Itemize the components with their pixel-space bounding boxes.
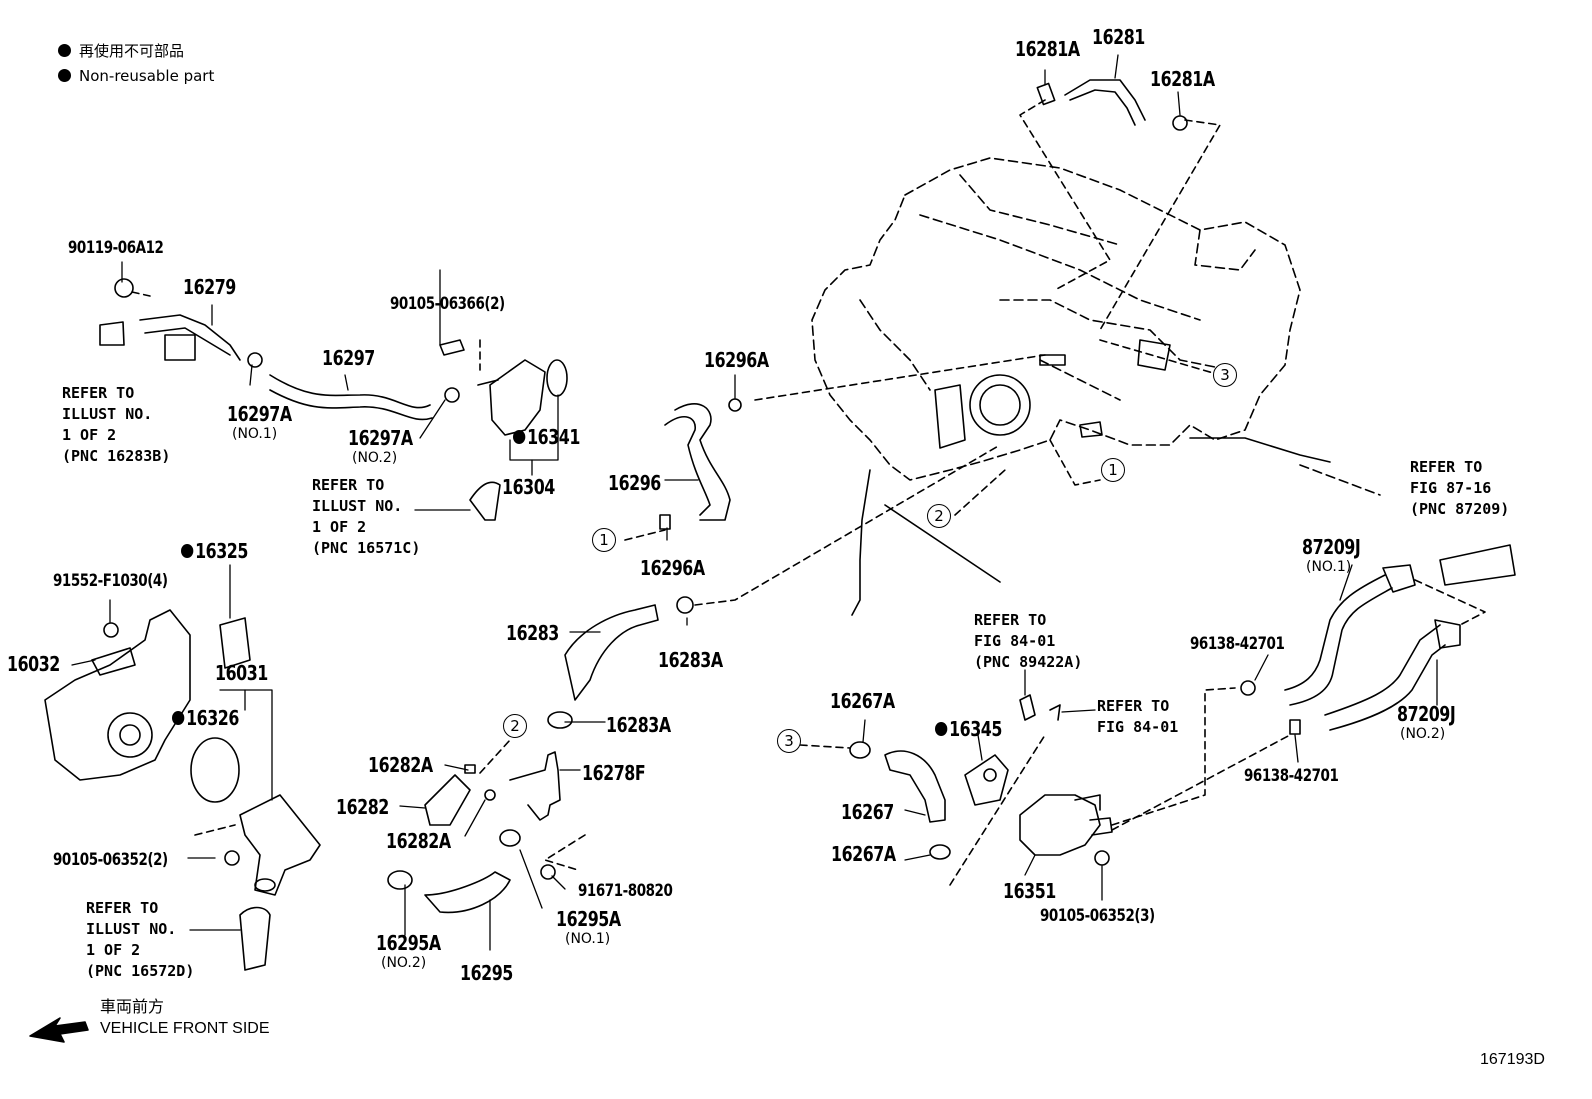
refer-note-16571C: REFER TO ILLUST NO. 1 OF 2 (PNC 16571C) bbox=[312, 476, 421, 557]
part-label[interactable]: 16297A bbox=[348, 426, 413, 450]
engine-details bbox=[851, 339, 1331, 616]
part-label[interactable]: 16267A bbox=[831, 842, 896, 866]
refer-hoses bbox=[239, 481, 501, 971]
part-label[interactable]: 90119-06A12 bbox=[68, 238, 164, 258]
refer-note-16283B: REFER TO ILLUST NO. 1 OF 2 (PNC 16283B) bbox=[62, 384, 171, 465]
part-label[interactable]: 16279 bbox=[183, 275, 236, 299]
part-label-non-reusable[interactable]: 16326 bbox=[172, 707, 239, 729]
part-label[interactable]: 16267 bbox=[841, 800, 894, 824]
refer-note-89422A: REFER TO FIG 84-01 (PNC 89422A) bbox=[974, 611, 1083, 671]
callout-2-engine: 2 bbox=[927, 504, 951, 528]
water-inlet-16351 bbox=[1019, 794, 1113, 866]
part-label[interactable]: 16296 bbox=[608, 471, 661, 495]
hose-16297 bbox=[247, 339, 465, 421]
part-label[interactable]: 16031 bbox=[215, 661, 268, 685]
part-label[interactable]: 91671-80820 bbox=[578, 881, 673, 901]
refer-note-fig-84-01: REFER TO FIG 84-01 bbox=[1097, 697, 1179, 736]
gasket-16345 bbox=[964, 694, 1061, 806]
hose-16281 bbox=[1036, 79, 1188, 131]
part-label[interactable]: 16297A bbox=[227, 402, 292, 426]
vehicle-front-en: VEHICLE FRONT SIDE bbox=[100, 1020, 270, 1037]
part-label[interactable]: 16297 bbox=[322, 346, 375, 370]
part-label[interactable]: 90105-06366(2) bbox=[390, 294, 505, 314]
callout-1-hose: 1 bbox=[592, 528, 616, 552]
hose-16267 bbox=[849, 741, 951, 860]
part-qualifier: (NO.1) bbox=[565, 931, 611, 947]
part-label[interactable]: 16295A bbox=[376, 931, 441, 955]
part-16279 bbox=[99, 278, 241, 361]
gasket-16325 bbox=[219, 617, 251, 669]
part-label[interactable]: 16351 bbox=[1003, 879, 1056, 903]
non-reusable-dot-icon bbox=[172, 711, 185, 725]
part-qualifier: (NO.2) bbox=[352, 450, 398, 466]
part-label[interactable]: 16296A bbox=[704, 348, 769, 372]
hose-16282 bbox=[424, 764, 496, 826]
callout-2-hose: 2 bbox=[503, 714, 527, 738]
front-direction-arrow bbox=[29, 1017, 89, 1043]
engine-assembly bbox=[811, 157, 1381, 496]
part-16304 bbox=[477, 359, 568, 436]
non-reusable-dot-icon bbox=[513, 430, 526, 444]
part-qualifier: (NO.1) bbox=[1306, 559, 1352, 575]
thermostat-housing-16031 bbox=[224, 794, 321, 896]
non-reusable-dot-icon bbox=[58, 44, 71, 57]
part-label[interactable]: 96138-42701 bbox=[1244, 766, 1339, 786]
part-label[interactable]: 16304 bbox=[502, 475, 555, 499]
non-reusable-dot-icon bbox=[935, 722, 948, 736]
part-label[interactable]: 16281 bbox=[1092, 25, 1145, 49]
part-label[interactable]: 16032 bbox=[7, 652, 60, 676]
part-label-non-reusable[interactable]: 16325 bbox=[181, 540, 248, 562]
legend-non-reusable-jp: 再使用不可部品 bbox=[58, 40, 184, 62]
hose-16295 bbox=[387, 829, 556, 914]
part-label[interactable]: 90105-06352(3) bbox=[1040, 906, 1155, 926]
figure-id: 167193D bbox=[1480, 1051, 1545, 1068]
part-label[interactable]: 16267A bbox=[830, 689, 895, 713]
part-label[interactable]: 16283A bbox=[606, 713, 671, 737]
part-label[interactable]: 87209J bbox=[1397, 702, 1456, 726]
water-pump-16032 bbox=[44, 609, 191, 781]
part-label[interactable]: 96138-42701 bbox=[1190, 634, 1285, 654]
part-label[interactable]: 16278F bbox=[582, 761, 646, 785]
part-label[interactable]: 16295 bbox=[460, 961, 513, 985]
part-label[interactable]: 16282A bbox=[386, 829, 451, 853]
o-ring-16326 bbox=[190, 737, 240, 803]
non-reusable-dot-icon bbox=[58, 69, 71, 82]
refer-note-16572D: REFER TO ILLUST NO. 1 OF 2 (PNC 16572D) bbox=[86, 899, 195, 980]
callout-3-hose: 3 bbox=[777, 729, 801, 753]
part-label[interactable]: 16281A bbox=[1150, 67, 1215, 91]
part-label[interactable]: 16281A bbox=[1015, 37, 1080, 61]
hose-16296 bbox=[659, 398, 742, 530]
part-label[interactable]: 16295A bbox=[556, 907, 621, 931]
part-label[interactable]: 90105-06352(2) bbox=[53, 850, 168, 870]
part-label[interactable]: 16283A bbox=[658, 648, 723, 672]
callout-1-engine: 1 bbox=[1101, 458, 1125, 482]
vehicle-front-jp: 車両前方 bbox=[100, 999, 165, 1016]
part-label[interactable]: 16283 bbox=[506, 621, 559, 645]
callout-3-engine: 3 bbox=[1213, 363, 1237, 387]
leader-dashes bbox=[131, 99, 1486, 886]
part-label[interactable]: 16282 bbox=[336, 795, 389, 819]
part-qualifier: (NO.2) bbox=[1400, 726, 1446, 742]
part-qualifier: (NO.1) bbox=[232, 426, 278, 442]
hose-87209J-no1 bbox=[1284, 564, 1416, 706]
part-label[interactable]: 91552-F1030(4) bbox=[53, 571, 168, 591]
part-label[interactable]: 87209J bbox=[1302, 535, 1361, 559]
part-label[interactable]: 16296A bbox=[640, 556, 705, 580]
part-qualifier: (NO.2) bbox=[381, 955, 427, 971]
leader-lines bbox=[71, 54, 1438, 951]
part-label[interactable]: 16282A bbox=[368, 753, 433, 777]
hose-87209J-no2 bbox=[1324, 619, 1461, 731]
non-reusable-dot-icon bbox=[181, 544, 194, 558]
part-label-non-reusable[interactable]: 16345 bbox=[935, 718, 1002, 740]
sensor-connector bbox=[1240, 544, 1516, 735]
part-16278F bbox=[509, 711, 573, 821]
refer-note-87209: REFER TO FIG 87-16 (PNC 87209) bbox=[1410, 458, 1510, 518]
legend-non-reusable-en: Non-reusable part bbox=[58, 65, 214, 87]
part-label-non-reusable[interactable]: 16341 bbox=[513, 426, 580, 448]
